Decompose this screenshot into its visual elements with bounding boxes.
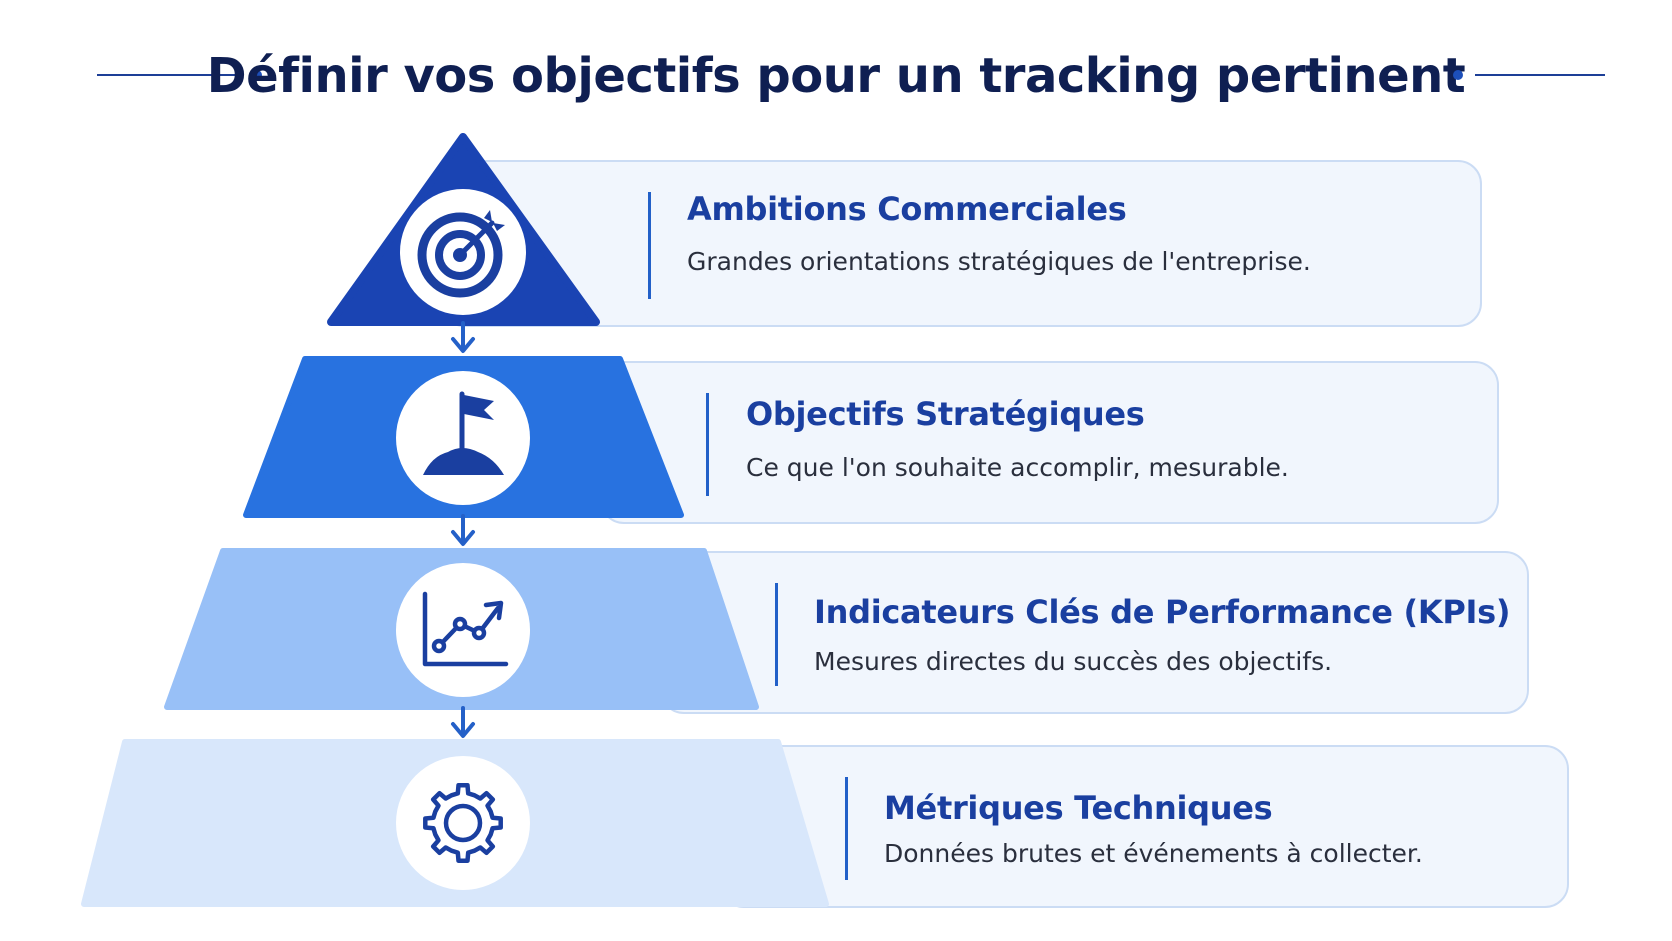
title-line-left bbox=[97, 74, 240, 76]
card-accent-bar bbox=[775, 583, 778, 686]
level-description: Mesures directes du succès des objectifs… bbox=[814, 647, 1333, 676]
gear-icon bbox=[423, 783, 503, 863]
card-accent-bar bbox=[845, 777, 848, 880]
title-dot-left bbox=[252, 70, 262, 80]
level-description: Grandes orientations stratégiques de l'e… bbox=[687, 247, 1311, 276]
level-card-1: Ambitions Commerciales Grandes orientati… bbox=[440, 160, 1482, 327]
arrow-icon bbox=[451, 514, 475, 546]
level-title: Indicateurs Clés de Performance (KPIs) bbox=[814, 593, 1511, 631]
level-card-4: Métriques Techniques Données brutes et é… bbox=[720, 745, 1569, 908]
level-title: Métriques Techniques bbox=[884, 789, 1273, 827]
level-card-3: Indicateurs Clés de Performance (KPIs) M… bbox=[660, 551, 1529, 714]
level-description: Données brutes et événements à collecter… bbox=[884, 839, 1423, 868]
arrow-icon bbox=[451, 321, 475, 353]
level-title: Objectifs Stratégiques bbox=[746, 395, 1145, 433]
icon-circle bbox=[396, 756, 530, 890]
card-accent-bar bbox=[648, 192, 651, 299]
level-card-2: Objectifs Stratégiques Ce que l'on souha… bbox=[600, 361, 1499, 524]
title-dot-right bbox=[1453, 70, 1463, 80]
arrow-icon bbox=[451, 706, 475, 738]
level-title: Ambitions Commerciales bbox=[687, 190, 1127, 228]
page-title: Définir vos objectifs pour un tracking p… bbox=[206, 48, 1466, 104]
card-accent-bar bbox=[706, 393, 709, 496]
flag-icon bbox=[423, 391, 504, 475]
chart-icon bbox=[422, 591, 509, 667]
title-line-right bbox=[1475, 74, 1605, 76]
level-description: Ce que l'on souhaite accomplir, mesurabl… bbox=[746, 453, 1289, 482]
title-row: Définir vos objectifs pour un tracking p… bbox=[0, 40, 1672, 112]
target-icon bbox=[417, 210, 505, 298]
